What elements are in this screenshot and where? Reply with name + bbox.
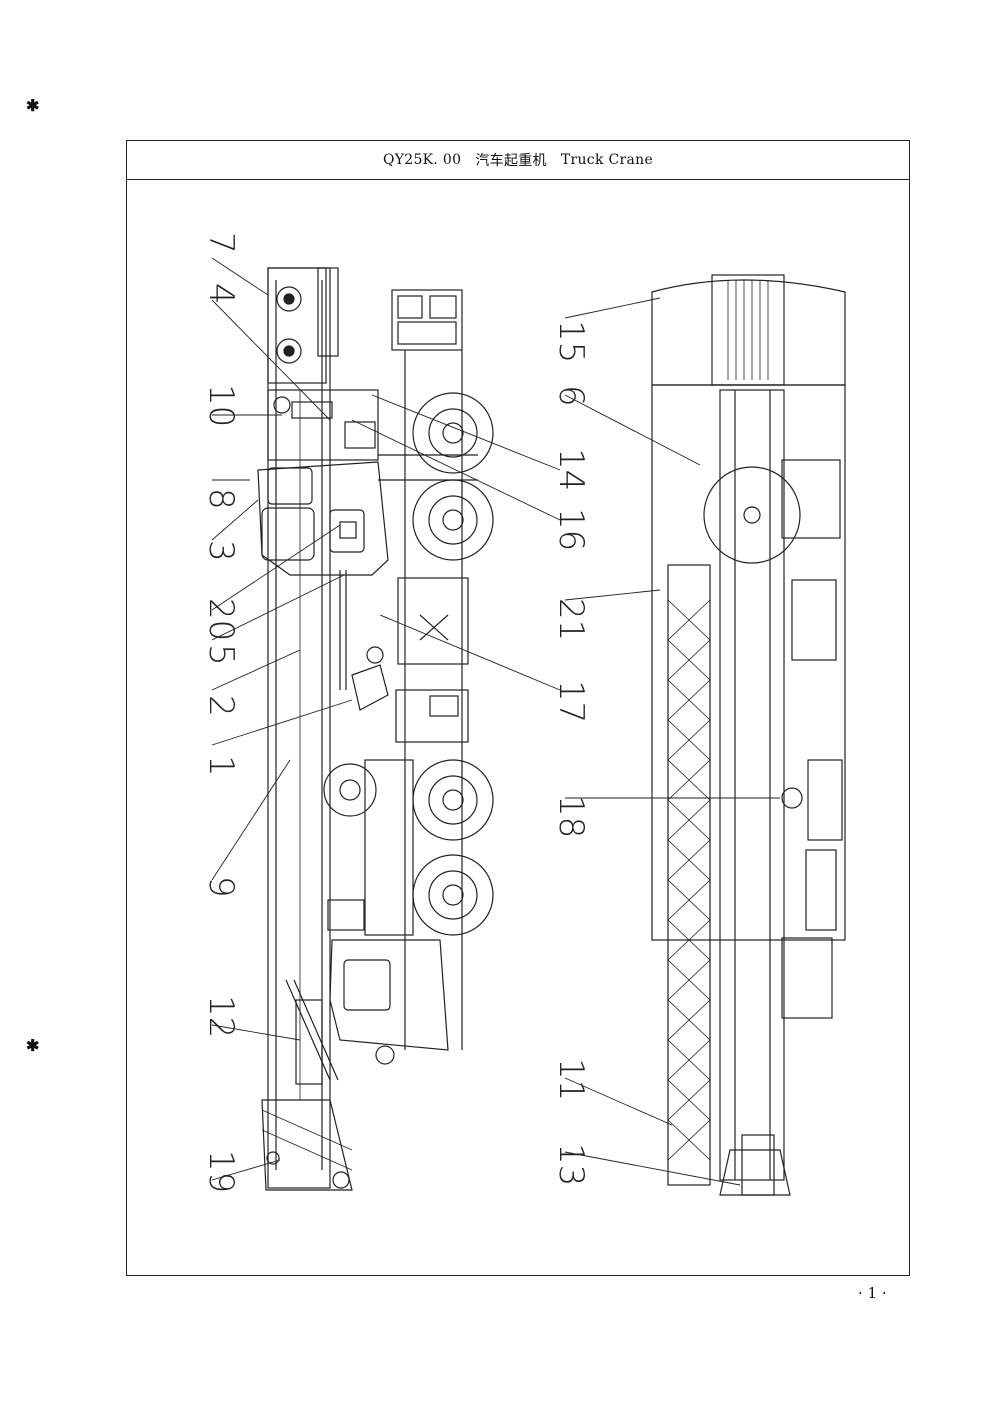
top-view-outline	[651, 279, 846, 386]
callout-20: 20	[201, 598, 241, 641]
scan-artifact: ✱	[26, 1036, 40, 1055]
page-number: · 1 ·	[858, 1284, 887, 1302]
lattice-jib	[667, 564, 711, 1186]
callout-11: 11	[551, 1058, 591, 1101]
callout-9: 9	[201, 876, 241, 898]
callout-14: 14	[551, 448, 591, 491]
carrier-cab	[329, 939, 449, 1051]
callout-10: 10	[201, 384, 241, 427]
callout-19: 19	[201, 1150, 241, 1193]
callout-21: 21	[551, 598, 591, 641]
callout-6: 6	[551, 385, 591, 407]
callout-8: 8	[201, 488, 241, 510]
callout-4: 4	[201, 283, 241, 305]
callout-17: 17	[551, 680, 591, 723]
boom-outline	[267, 267, 331, 1189]
callout-13: 13	[551, 1143, 591, 1186]
callout-12: 12	[201, 995, 241, 1038]
callout-7: 7	[201, 232, 241, 254]
drawing-name-en: Truck Crane	[560, 152, 654, 168]
carrier-frame	[391, 289, 463, 351]
operator-cab	[257, 461, 389, 576]
top-boom	[719, 389, 785, 1181]
callout-2: 2	[201, 695, 241, 717]
callout-16: 16	[551, 508, 591, 551]
scan-artifact: ✱	[26, 96, 40, 115]
leader-lines-side	[211, 257, 561, 1181]
callout-18: 18	[551, 795, 591, 838]
slewing-ring	[703, 466, 801, 564]
callout-15: 15	[551, 320, 591, 363]
callout-1: 1	[201, 755, 241, 777]
drawing-frame: QY25K. 00 汽车起重机 Truck Crane	[126, 140, 910, 1276]
title-block: QY25K. 00 汽车起重机 Truck Crane	[127, 141, 909, 180]
boom-head	[267, 267, 327, 384]
drawing-name-cn: 汽车起重机	[475, 153, 547, 169]
callout-numbers: 7 4 10 8 3 20 5 2 1 9 12 19 15 6 14 16 2…	[201, 232, 591, 1193]
callout-3: 3	[201, 540, 241, 562]
callout-5: 5	[201, 644, 241, 666]
leader-lines-top	[564, 297, 780, 1186]
drawing-code: QY25K. 00	[382, 152, 462, 168]
